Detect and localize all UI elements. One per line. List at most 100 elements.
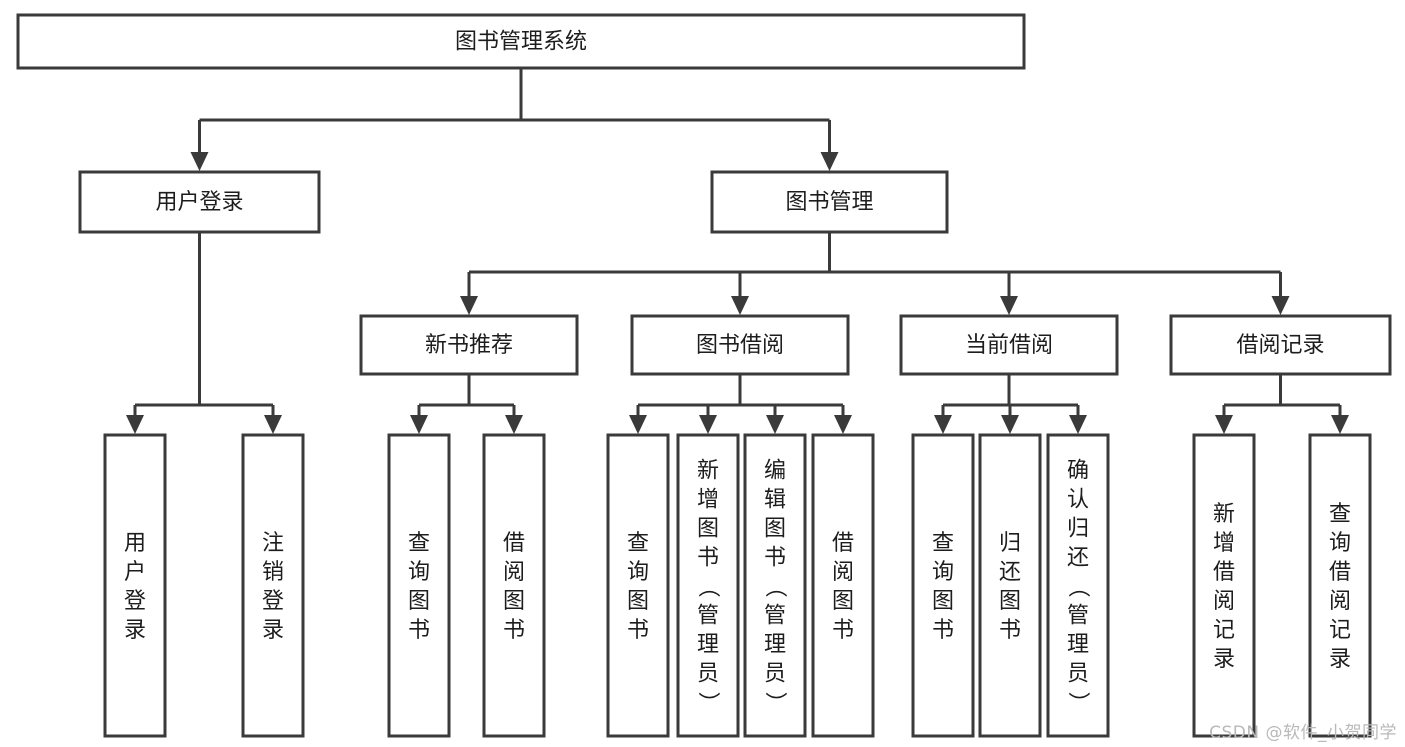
node-label-char: ） xyxy=(762,692,787,714)
node-label-char: 记 xyxy=(1213,618,1235,643)
arrow-head-icon xyxy=(460,296,478,315)
node-label-char: （ xyxy=(695,576,720,598)
node-label-char: 询 xyxy=(627,560,649,585)
node-label: 图书管理 xyxy=(785,190,873,215)
node-label-char: 阅 xyxy=(1329,589,1351,614)
node-label-char: 理 xyxy=(1067,633,1089,658)
node-box[interactable] xyxy=(899,314,1119,376)
node-label-char: 借 xyxy=(1329,560,1351,585)
node-图书借阅-n2b[interactable]: 图书借阅 xyxy=(630,314,850,376)
node-label-char: 归 xyxy=(1067,517,1089,542)
node-label-char: ） xyxy=(1065,692,1090,714)
node-box[interactable] xyxy=(359,314,579,376)
connector-group-新书推荐 xyxy=(410,374,523,434)
node-box[interactable] xyxy=(630,314,850,376)
arrow-head-icon xyxy=(1215,415,1233,434)
node-box[interactable] xyxy=(103,433,167,738)
node-label-char: 增 xyxy=(697,488,719,513)
node-box[interactable] xyxy=(911,433,975,738)
node-label-char: 图 xyxy=(697,517,719,542)
node-label-char: 新 xyxy=(697,459,719,484)
node-box[interactable] xyxy=(1046,433,1110,738)
node-label-char: 员 xyxy=(697,662,719,687)
node-label-char: 编 xyxy=(764,459,786,484)
node-box[interactable] xyxy=(387,433,451,738)
node-label-char: 书 xyxy=(932,618,954,643)
arrow-head-icon xyxy=(1069,415,1087,434)
node-图书管理-n2[interactable]: 图书管理 xyxy=(710,170,949,234)
node-label-char: 图 xyxy=(999,589,1021,614)
node-label-char: 录 xyxy=(262,618,284,643)
node-label-char: 归 xyxy=(999,531,1021,556)
arrow-head-icon xyxy=(629,415,647,434)
node-box[interactable] xyxy=(78,170,321,234)
node-label-char: 管 xyxy=(1067,604,1089,629)
node-新书推荐-n2a[interactable]: 新书推荐 xyxy=(359,314,579,376)
node-图书管理系统-root[interactable]: 图书管理系统 xyxy=(16,13,1026,70)
node-box[interactable] xyxy=(811,433,875,738)
node-label-char: 登 xyxy=(262,589,284,614)
node-box[interactable] xyxy=(482,433,546,738)
node-label: 图书借阅 xyxy=(696,333,784,358)
node-label-char: 增 xyxy=(1213,531,1235,556)
node-label-char: 销 xyxy=(262,560,284,585)
node-label-char: 查 xyxy=(932,531,954,556)
node-label-char: 询 xyxy=(932,560,954,585)
node-用户登录-n1[interactable]: 用户登录 xyxy=(78,170,321,234)
node-box[interactable] xyxy=(676,433,740,738)
node-label: 新书推荐 xyxy=(425,333,513,358)
arrow-head-icon xyxy=(410,415,428,434)
node-label-char: 注 xyxy=(262,531,284,556)
node-box[interactable] xyxy=(241,433,305,738)
node-label-char: 借 xyxy=(1213,560,1235,585)
node-label-char: （ xyxy=(1065,576,1090,598)
node-用户登录-l1[interactable]: 用户登录 xyxy=(103,433,167,738)
arrow-head-icon xyxy=(820,152,839,171)
node-借阅记录-n2d[interactable]: 借阅记录 xyxy=(1169,314,1392,376)
node-label-char: 询 xyxy=(1329,531,1351,556)
node-label: 图书管理系统 xyxy=(455,30,587,55)
node-label-char: 户 xyxy=(124,560,146,585)
node-box[interactable] xyxy=(743,433,807,738)
node-label: 当前借阅 xyxy=(965,333,1053,358)
node-当前借阅-n2c[interactable]: 当前借阅 xyxy=(899,314,1119,376)
node-label-char: ） xyxy=(695,692,720,714)
node-label-char: 阅 xyxy=(1213,589,1235,614)
node-label-char: 书 xyxy=(503,618,525,643)
node-label-char: 书 xyxy=(408,618,430,643)
arrow-head-icon xyxy=(731,296,749,315)
node-box[interactable] xyxy=(978,433,1042,738)
node-box[interactable] xyxy=(606,433,670,738)
connector-group-图书管理 xyxy=(460,232,1290,315)
node-label-char: 认 xyxy=(1067,488,1089,513)
node-label-char: 录 xyxy=(1213,647,1235,672)
node-box[interactable] xyxy=(1169,314,1392,376)
node-box[interactable] xyxy=(1308,433,1372,738)
node-box[interactable] xyxy=(16,13,1026,70)
node-label-char: 图 xyxy=(408,589,430,614)
node-label-char: 书 xyxy=(999,618,1021,643)
node-label-char: 还 xyxy=(1067,546,1089,571)
node-label-char: 记 xyxy=(1329,618,1351,643)
node-label-char: 图 xyxy=(503,589,525,614)
node-box[interactable] xyxy=(1192,433,1256,738)
node-label: 借阅记录 xyxy=(1236,333,1324,358)
arrow-head-icon xyxy=(1271,296,1290,315)
node-box[interactable] xyxy=(710,170,949,234)
node-label-char: 借 xyxy=(503,531,525,556)
arrow-head-icon xyxy=(766,415,784,434)
